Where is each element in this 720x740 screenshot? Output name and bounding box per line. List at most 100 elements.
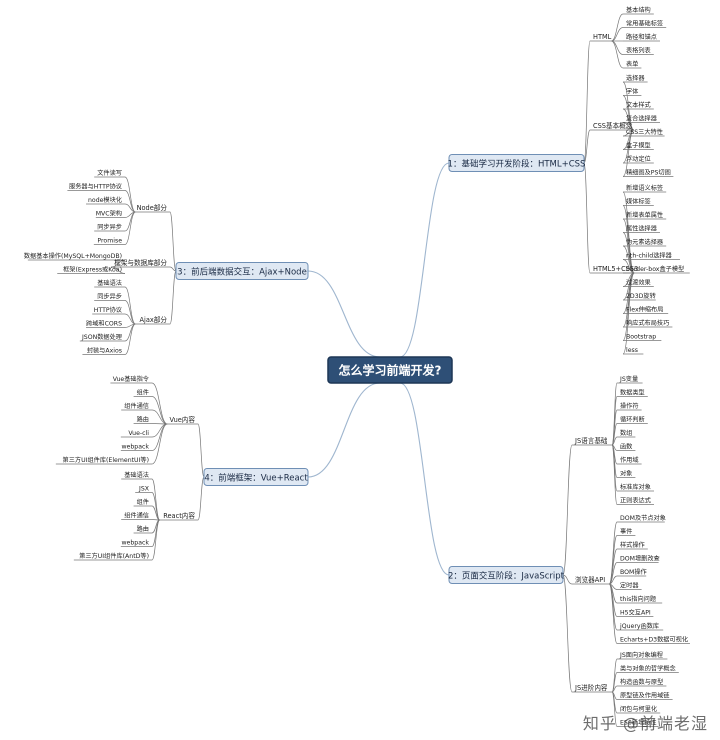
leaf-label: 新增表单属性: [626, 211, 663, 219]
leaf-label: MVC架构: [96, 210, 122, 218]
branch-title: 3：前后端数据交互：Ajax+Node: [177, 267, 307, 278]
leaf-label: 组件通信: [124, 402, 149, 410]
leaf-label: Vue-cli: [128, 430, 149, 437]
leaf-connector: [611, 444, 618, 505]
leaf-label: HTTP协议: [94, 306, 123, 314]
leaf-connector: [151, 382, 168, 425]
leaf-connector: [151, 396, 168, 425]
leaf-label: 同步异步: [97, 223, 122, 231]
leaf-connector: [622, 259, 635, 274]
sub-connector: [583, 162, 591, 274]
leaf-label: 第三方UI组件库(AntD等): [79, 552, 149, 560]
watermark-text: 知乎 @前端老湿: [582, 714, 708, 733]
leaf-connector: [151, 505, 160, 521]
leaf-label: node模块化: [88, 196, 122, 204]
leaf-label: 精细图及PS切图: [626, 169, 671, 177]
leaf-connector: [622, 108, 635, 131]
leaf-connector: [151, 423, 168, 451]
leaf-label: this指向问题: [620, 595, 656, 603]
main-connector: [399, 382, 450, 576]
sub-connector: [562, 574, 573, 585]
branch-node: [203, 468, 309, 486]
leaf-label: webpack: [122, 444, 150, 451]
leaf-connector: [611, 672, 618, 693]
leaf-label: 2D3D旋转: [626, 292, 656, 300]
leaf-label: webpack: [122, 540, 150, 547]
leaf-label: 构造函数与原型: [620, 678, 663, 686]
subtopic-label: HTML5+CSS3: [593, 265, 638, 273]
leaf-label: 数据基本操作(MySQL+MongoDB): [24, 252, 122, 260]
leaf-label: jQuery函数库: [619, 622, 659, 630]
leaf-label: 组件: [137, 389, 149, 397]
sub-connector: [583, 129, 591, 164]
leaf-connector: [611, 40, 624, 69]
leaf-label: border-box盒子模型: [626, 265, 684, 273]
subtopic-label: Node部分: [137, 203, 168, 212]
leaf-label: 基础语法: [97, 279, 122, 287]
subtopic-label: 浏览器API: [575, 575, 605, 584]
leaf-label: 同步异步: [97, 293, 122, 301]
leaf-connector: [622, 232, 635, 274]
subtopic-label: Vue内容: [170, 415, 196, 424]
leaf-label: 浮动定位: [626, 155, 651, 163]
branch-title: 2：页面交互阶段：JavaScript: [448, 571, 565, 582]
sub-connector: [197, 476, 205, 521]
sub-connector: [562, 574, 573, 693]
leaf-connector: [151, 492, 160, 521]
leaf-connector: [124, 190, 136, 213]
leaf-label: 伪元素选择器: [626, 238, 664, 246]
leaf-label: 复合选择器: [626, 115, 658, 123]
leaf-label: JSX: [138, 486, 150, 493]
leaf-label: Flex伸缩布局: [626, 306, 663, 314]
leaf-label: 基础语法: [124, 471, 149, 479]
leaf-label: JS变量: [619, 375, 638, 383]
leaf-label: 表格列表: [626, 47, 651, 55]
leaf-label: 盒子模型: [626, 142, 651, 150]
leaf-label: Vue基础指令: [113, 375, 150, 383]
leaf-label: DOM增删改查: [620, 555, 660, 563]
subtopic-label: JS进阶内容: [574, 683, 608, 692]
leaf-label: 路由: [137, 416, 149, 424]
leaf-label: 正则表达式: [620, 497, 651, 505]
sub-connector: [583, 40, 591, 164]
subtopic-label: 框架与数据库部分: [114, 258, 167, 267]
leaf-label: 定时器: [620, 582, 639, 590]
center-title: 怎么学习前端开发?: [339, 363, 442, 378]
subtopic-label: JS语言基础: [574, 436, 608, 445]
leaf-label: 字体: [626, 88, 639, 96]
leaf-label: Promise: [97, 238, 122, 245]
branch-node: [448, 566, 564, 584]
leaf-connector: [608, 583, 618, 644]
leaf-label: 路由: [137, 525, 149, 533]
subtopic-label: CSS基本概念: [593, 121, 633, 130]
leaf-label: 第三方UI组件库(ElementUI等): [63, 456, 149, 464]
leaf-connector: [611, 13, 624, 42]
leaf-label: 新增语义标签: [626, 184, 663, 192]
leaf-label: 属性选择器: [626, 225, 658, 233]
branch-node: [448, 154, 585, 172]
main-connector: [399, 162, 450, 358]
branch-node: [175, 262, 309, 280]
leaf-label: CSS三大特性: [626, 128, 663, 136]
leaf-label: 样式操作: [620, 541, 645, 549]
leaf-label: 文件读写: [97, 169, 122, 177]
leaf-connector: [124, 176, 136, 213]
subtopic-label: HTML: [593, 33, 612, 41]
leaf-label: BOM操作: [620, 568, 647, 576]
sub-connector: [197, 423, 205, 478]
leaf-connector: [611, 691, 618, 727]
leaf-label: 数据类型: [620, 389, 645, 397]
leaf-connector: [611, 40, 624, 55]
leaf-label: less: [626, 347, 638, 354]
leaf-label: 表单: [626, 60, 638, 68]
leaf-connector: [124, 300, 136, 325]
sub-connector: [169, 266, 177, 272]
leaf-label: nth-child选择器: [626, 252, 673, 260]
sub-connector: [562, 444, 573, 576]
main-connector: [307, 382, 381, 478]
branch-title: 4：前端框架：Vue+React: [204, 473, 308, 484]
center-node: [327, 356, 453, 384]
leaf-label: Echarts+D3数据可视化: [620, 636, 688, 644]
leaf-label: 封装与Axios: [87, 347, 122, 355]
